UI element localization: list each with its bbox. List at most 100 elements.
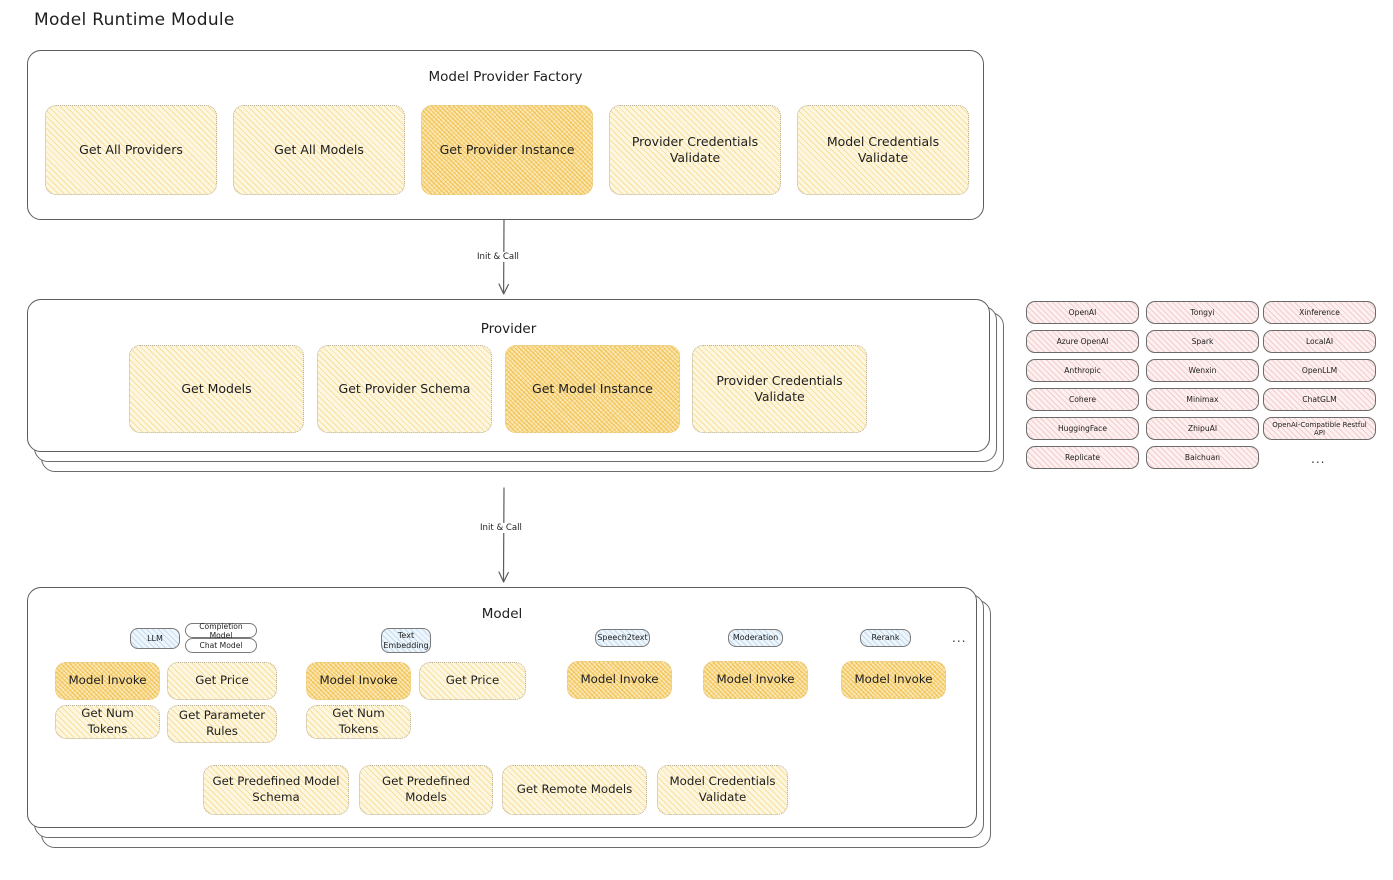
provider-chip-baichuan[interactable]: Baichuan — [1146, 446, 1259, 469]
provider-chip-label: Spark — [1191, 337, 1214, 346]
provider-chip-azure-openai[interactable]: Azure OpenAI — [1026, 330, 1139, 353]
provider-chip-label: Wenxin — [1188, 366, 1217, 375]
provider-chip-minimax[interactable]: Minimax — [1146, 388, 1259, 411]
provider-method-get-models[interactable]: Get Models — [129, 345, 304, 433]
llm-method-model-invoke[interactable]: Model Invoke — [55, 662, 160, 700]
provider-chip-label: ZhipuAI — [1187, 424, 1218, 433]
provider-chip-huggingface[interactable]: HuggingFace — [1026, 417, 1139, 440]
factory-method-provider-credentials-validate[interactable]: Provider Credentials Validate — [609, 105, 781, 195]
model-method-label: Model Invoke — [716, 672, 795, 687]
connector-2-label: Init & Call — [477, 523, 525, 533]
model-type-badge-label: LLM — [147, 633, 163, 643]
provider-chip-label: HuggingFace — [1057, 424, 1108, 433]
model-subbadge-chat-model[interactable]: Chat Model — [185, 638, 257, 653]
rerank-method-model-invoke[interactable]: Model Invoke — [841, 661, 946, 699]
model-method-label: Model Invoke — [68, 673, 147, 688]
provider-chip-replicate[interactable]: Replicate — [1026, 446, 1139, 469]
model-method-label: Model Invoke — [319, 673, 398, 688]
factory-method-model-credentials-validate[interactable]: Model Credentials Validate — [797, 105, 969, 195]
factory-method-label: Model Credentials Validate — [826, 133, 940, 166]
model-provider-factory-title: Model Provider Factory — [428, 69, 583, 85]
model-type-badge-label: Rerank — [871, 633, 900, 643]
factory-method-get-all-providers[interactable]: Get All Providers — [45, 105, 217, 195]
factory-method-label: Get All Providers — [79, 141, 183, 157]
llm-method-get-num-tokens[interactable]: Get Num Tokens — [55, 705, 160, 739]
page-title: Model Runtime Module — [34, 10, 235, 30]
provider-chip-spark[interactable]: Spark — [1146, 330, 1259, 353]
factory-method-label: Get All Models — [274, 141, 364, 157]
model-shared-method-model-credentials-validate[interactable]: Model Credentials Validate — [657, 765, 788, 815]
model-method-label: Model Credentials Validate — [669, 774, 776, 804]
provider-chip-openllm[interactable]: OpenLLM — [1263, 359, 1376, 382]
factory-method-label: Get Provider Instance — [439, 141, 575, 157]
model-method-label: Get Parameter Rules — [178, 708, 266, 738]
provider-chip-label: Replicate — [1064, 453, 1101, 462]
provider-method-label: Get Models — [181, 380, 252, 396]
model-type-badge-rerank[interactable]: Rerank — [860, 629, 911, 647]
provider-method-get-provider-schema[interactable]: Get Provider Schema — [317, 345, 492, 433]
provider-chip-localai[interactable]: LocalAI — [1263, 330, 1376, 353]
provider-chip-label: LocalAI — [1305, 337, 1334, 346]
provider-chip-label: OpenLLM — [1301, 366, 1338, 375]
llm-method-get-price[interactable]: Get Price — [167, 662, 277, 700]
model-type-badge-label: Moderation — [732, 633, 779, 643]
model-method-label: Get Predefined Models — [382, 774, 470, 804]
model-type-badge-text-embedding[interactable]: Text Embedding — [381, 628, 431, 653]
provider-method-get-model-instance[interactable]: Get Model Instance — [505, 345, 680, 433]
provider-chip-openai[interactable]: OpenAI — [1026, 301, 1139, 324]
provider-chip-wenxin[interactable]: Wenxin — [1146, 359, 1259, 382]
provider-chip-zhipuai[interactable]: ZhipuAI — [1146, 417, 1259, 440]
provider-method-label: Get Model Instance — [532, 380, 653, 396]
provider-chip-cohere[interactable]: Cohere — [1026, 388, 1139, 411]
model-shared-method-get-predefined-models[interactable]: Get Predefined Models — [359, 765, 493, 815]
provider-chip-label: ChatGLM — [1302, 395, 1337, 404]
provider-chip-anthropic[interactable]: Anthropic — [1026, 359, 1139, 382]
provider-chip-label: Cohere — [1068, 395, 1097, 404]
model-type-badge-speech2text[interactable]: Speech2text — [595, 629, 650, 647]
factory-method-label: Provider Credentials Validate — [631, 133, 759, 166]
llm-method-get-parameter-rules[interactable]: Get Parameter Rules — [167, 705, 277, 743]
model-type-badge-label: Text Embedding — [383, 630, 429, 650]
provider-list-more-ellipsis: ... — [1311, 452, 1326, 466]
model-shared-method-get-remote-models[interactable]: Get Remote Models — [502, 765, 647, 815]
moderation-method-model-invoke[interactable]: Model Invoke — [703, 661, 808, 699]
provider-chip-label: Minimax — [1186, 395, 1219, 404]
model-type-badge-moderation[interactable]: Moderation — [728, 629, 783, 647]
model-method-label: Get Predefined Model Schema — [212, 774, 340, 804]
provider-chip-xinference[interactable]: Xinference — [1263, 301, 1376, 324]
text-embedding-method-get-price[interactable]: Get Price — [419, 662, 526, 700]
speech2text-method-model-invoke[interactable]: Model Invoke — [567, 661, 672, 699]
factory-method-get-provider-instance[interactable]: Get Provider Instance — [421, 105, 593, 195]
provider-method-provider-credentials-validate[interactable]: Provider Credentials Validate — [692, 345, 867, 433]
model-subbadge-completion-model[interactable]: Completion Model — [185, 621, 257, 640]
text-embedding-method-model-invoke[interactable]: Model Invoke — [306, 662, 411, 700]
model-method-label: Get Num Tokens — [81, 706, 134, 736]
model-method-label: Get Price — [445, 673, 500, 688]
model-method-label: Model Invoke — [854, 672, 933, 687]
model-subbadge-label: Completion Model — [199, 621, 243, 640]
model-method-label: Get Price — [195, 673, 249, 688]
provider-method-label: Provider Credentials Validate — [716, 372, 843, 405]
provider-chip-label: Anthropic — [1064, 366, 1101, 375]
model-method-label: Get Num Tokens — [332, 706, 385, 736]
model-shared-method-get-predefined-model-schema[interactable]: Get Predefined Model Schema — [203, 765, 349, 815]
model-subbadge-label: Chat Model — [199, 641, 243, 650]
provider-chip-label: OpenAI — [1068, 308, 1097, 317]
model-type-badge-llm[interactable]: LLM — [130, 628, 180, 649]
provider-chip-label: OpenAI-Compatible Restful API — [1272, 420, 1367, 437]
provider-chip-chatglm[interactable]: ChatGLM — [1263, 388, 1376, 411]
factory-method-get-all-models[interactable]: Get All Models — [233, 105, 405, 195]
provider-chip-label: Tongyi — [1190, 308, 1215, 317]
provider-chip-label: Azure OpenAI — [1056, 337, 1109, 346]
provider-method-label: Get Provider Schema — [338, 380, 471, 396]
provider-chip-openai-compatible-restful-api[interactable]: OpenAI-Compatible Restful API — [1263, 417, 1376, 440]
model-method-label: Model Invoke — [580, 672, 659, 687]
model-types-more-ellipsis: ... — [952, 631, 967, 645]
model-method-label: Get Remote Models — [516, 782, 633, 797]
connector-provider-to-model — [498, 487, 509, 583]
connector-1-label: Init & Call — [474, 252, 522, 262]
provider-chip-label: Baichuan — [1184, 453, 1221, 462]
text-embedding-method-get-num-tokens[interactable]: Get Num Tokens — [306, 705, 411, 739]
provider-chip-tongyi[interactable]: Tongyi — [1146, 301, 1259, 324]
